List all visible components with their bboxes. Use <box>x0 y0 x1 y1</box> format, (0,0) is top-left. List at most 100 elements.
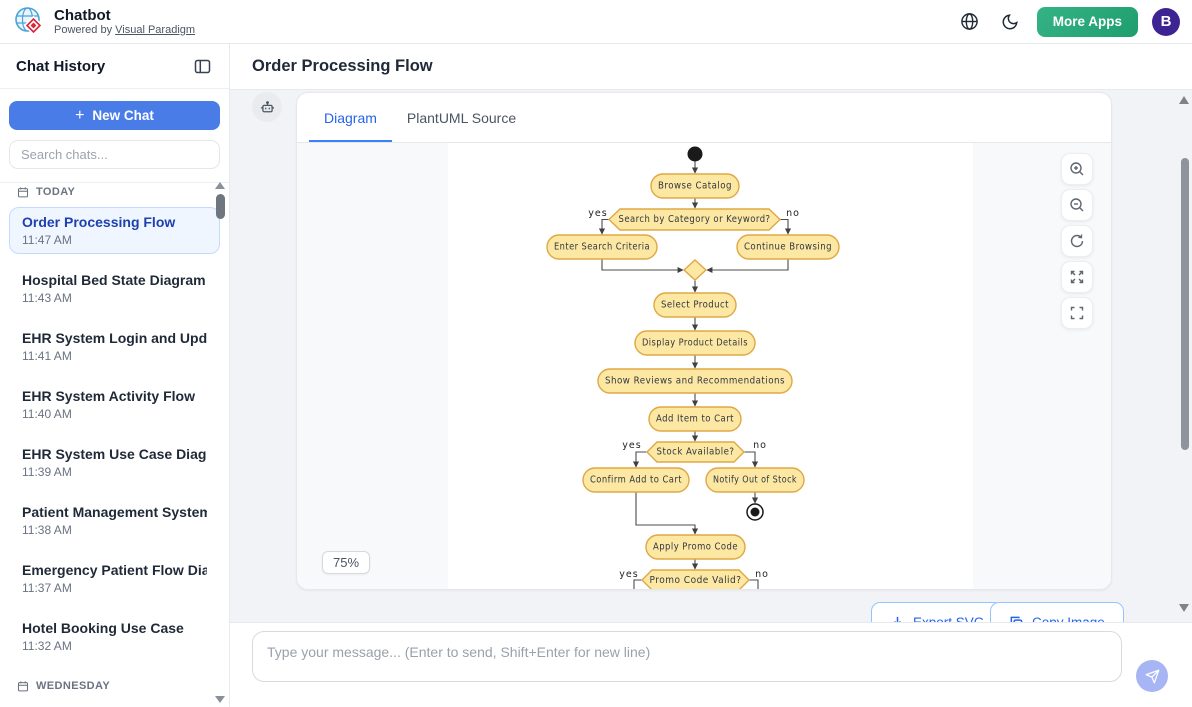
activity-node: Add Item to Cart <box>648 406 742 432</box>
robot-icon <box>260 100 274 112</box>
expand-arrows-icon <box>1070 270 1084 284</box>
zoom-controls <box>1061 153 1093 329</box>
tabbar: Diagram PlantUML Source <box>297 93 1111 143</box>
main-titlebar: Order Processing Flow <box>230 44 1192 90</box>
new-chat-button[interactable]: + New Chat <box>9 101 220 130</box>
calendar-icon <box>17 187 29 198</box>
collapse-sidebar-icon[interactable] <box>189 53 215 79</box>
svg-text:Add Item to Cart: Add Item to Cart <box>656 414 734 425</box>
calendar-icon <box>17 681 29 692</box>
copy-image-button[interactable]: Copy Image <box>990 602 1124 622</box>
chat-item[interactable]: State Machine Diagram Sym... <box>9 701 220 707</box>
activity-node: Apply Promo Code <box>645 534 746 560</box>
branch-label-no: no <box>786 208 800 219</box>
more-apps-button[interactable]: More Apps <box>1036 6 1138 37</box>
chat-item[interactable]: EHR System Login and Upda... 11:41 AM <box>22 330 207 363</box>
sidebar-scroll-down-icon[interactable] <box>215 696 225 703</box>
diagram-canvas[interactable]: Browse Catalog Enter Search Criteria Con… <box>297 143 1111 589</box>
zoom-out-button[interactable] <box>1061 189 1093 221</box>
tab-plantuml-source[interactable]: PlantUML Source <box>392 93 531 142</box>
zoom-level-badge: 75% <box>322 551 371 574</box>
svg-text:Browse Catalog: Browse Catalog <box>658 181 732 192</box>
svg-text:Show Reviews and Recommendatio: Show Reviews and Recommendations <box>605 376 785 387</box>
branch-label-no: no <box>755 569 769 580</box>
svg-text:Select Product: Select Product <box>661 300 729 311</box>
activity-node: Confirm Add to Cart <box>582 467 690 493</box>
branch-label-no: no <box>753 440 767 451</box>
diagram-edges <box>598 161 792 589</box>
app-header: Chatbot Powered by Visual Paradigm More … <box>0 0 1192 44</box>
svg-text:Stock Available?: Stock Available? <box>657 447 735 458</box>
app-logo-icon <box>15 7 44 36</box>
copy-icon <box>1010 616 1023 622</box>
decision-node: Search by Category or Keyword? <box>607 208 782 231</box>
group-header-today: TODAY <box>9 177 220 207</box>
activity-node: Show Reviews and Recommendations <box>597 368 793 394</box>
powered-by: Powered by Visual Paradigm <box>54 23 196 36</box>
language-globe-icon[interactable] <box>957 9 983 35</box>
app-title: Chatbot <box>54 6 111 24</box>
reset-rotate-icon <box>1070 234 1084 248</box>
zoom-in-button[interactable] <box>1061 153 1093 185</box>
svg-text:Confirm Add to Cart: Confirm Add to Cart <box>590 475 682 486</box>
activity-node: Continue Browsing <box>736 234 840 260</box>
main-scroll-up-icon[interactable] <box>1179 96 1189 104</box>
main-scrollbar-thumb[interactable] <box>1181 158 1189 450</box>
end-node <box>746 503 764 521</box>
decision-node: Promo Code Valid? <box>641 569 750 589</box>
sidebar: Chat History + New Chat TODAY Order Proc… <box>0 44 230 707</box>
sidebar-scroll-up-icon[interactable] <box>215 182 225 189</box>
zoom-out-icon <box>1070 198 1084 212</box>
download-icon <box>893 616 902 622</box>
zoom-in-icon <box>1070 162 1084 176</box>
diagram-card: Diagram PlantUML Source <box>296 92 1112 590</box>
bot-avatar <box>252 92 282 122</box>
svg-text:Display Product Details: Display Product Details <box>642 338 748 349</box>
message-composer <box>230 622 1192 707</box>
group-header-wednesday: WEDNESDAY <box>9 671 220 701</box>
main-scroll-down-icon[interactable] <box>1179 604 1189 612</box>
activity-node: Display Product Details <box>634 330 756 356</box>
page-title: Order Processing Flow <box>252 57 433 75</box>
start-node <box>687 146 703 162</box>
svg-text:Promo Code Valid?: Promo Code Valid? <box>650 575 742 586</box>
dark-mode-moon-icon[interactable] <box>997 9 1023 35</box>
svg-text:Apply Promo Code: Apply Promo Code <box>653 542 738 553</box>
visual-paradigm-link[interactable]: Visual Paradigm <box>115 23 196 36</box>
decision-node: Stock Available? <box>646 441 745 463</box>
chat-history-title: Chat History <box>16 57 106 75</box>
tab-diagram[interactable]: Diagram <box>309 93 392 142</box>
chat-item[interactable]: Emergency Patient Flow Dia... 11:37 AM <box>22 562 207 595</box>
fit-screen-button[interactable] <box>1061 297 1093 329</box>
export-svg-button[interactable]: Export SVG <box>871 602 1004 622</box>
svg-text:Enter Search Criteria: Enter Search Criteria <box>554 242 650 253</box>
user-avatar[interactable]: B <box>1152 7 1180 36</box>
diagram-svg-panel: Browse Catalog Enter Search Criteria Con… <box>448 143 973 589</box>
chat-item[interactable]: EHR System Use Case Diagram 11:39 AM <box>22 446 207 479</box>
chat-list: TODAY Order Processing Flow 11:47 AM Hos… <box>0 177 229 707</box>
fit-frame-icon <box>1070 306 1084 320</box>
activity-node: Notify Out of Stock <box>705 467 805 493</box>
svg-text:Search by Category or Keyword?: Search by Category or Keyword? <box>619 214 771 225</box>
chat-item[interactable]: Hospital Bed State Diagram 11:43 AM <box>22 272 206 305</box>
chat-item[interactable]: Hotel Booking Use Case 11:32 AM <box>22 620 184 653</box>
branch-label-yes: yes <box>622 440 641 451</box>
search-input[interactable] <box>9 140 220 169</box>
reset-view-button[interactable] <box>1061 225 1093 257</box>
activity-node: Enter Search Criteria <box>546 234 658 260</box>
sidebar-scrollbar-thumb[interactable] <box>216 194 225 219</box>
plus-icon: + <box>75 106 85 124</box>
branch-label-yes: yes <box>619 569 638 580</box>
message-input[interactable] <box>252 631 1122 682</box>
chat-item[interactable]: Patient Management System... 11:38 AM <box>22 504 207 537</box>
send-paper-plane-icon <box>1145 669 1159 683</box>
merge-node <box>682 259 708 281</box>
activity-node: Select Product <box>653 292 737 318</box>
activity-node: Browse Catalog <box>650 173 740 199</box>
chat-item[interactable]: Order Processing Flow 11:47 AM <box>9 207 220 254</box>
send-button[interactable] <box>1136 660 1168 692</box>
chat-item[interactable]: EHR System Activity Flow 11:40 AM <box>22 388 195 421</box>
expand-button[interactable] <box>1061 261 1093 293</box>
chat-message-area: Diagram PlantUML Source <box>230 90 1192 622</box>
svg-text:Notify Out of Stock: Notify Out of Stock <box>713 475 797 486</box>
